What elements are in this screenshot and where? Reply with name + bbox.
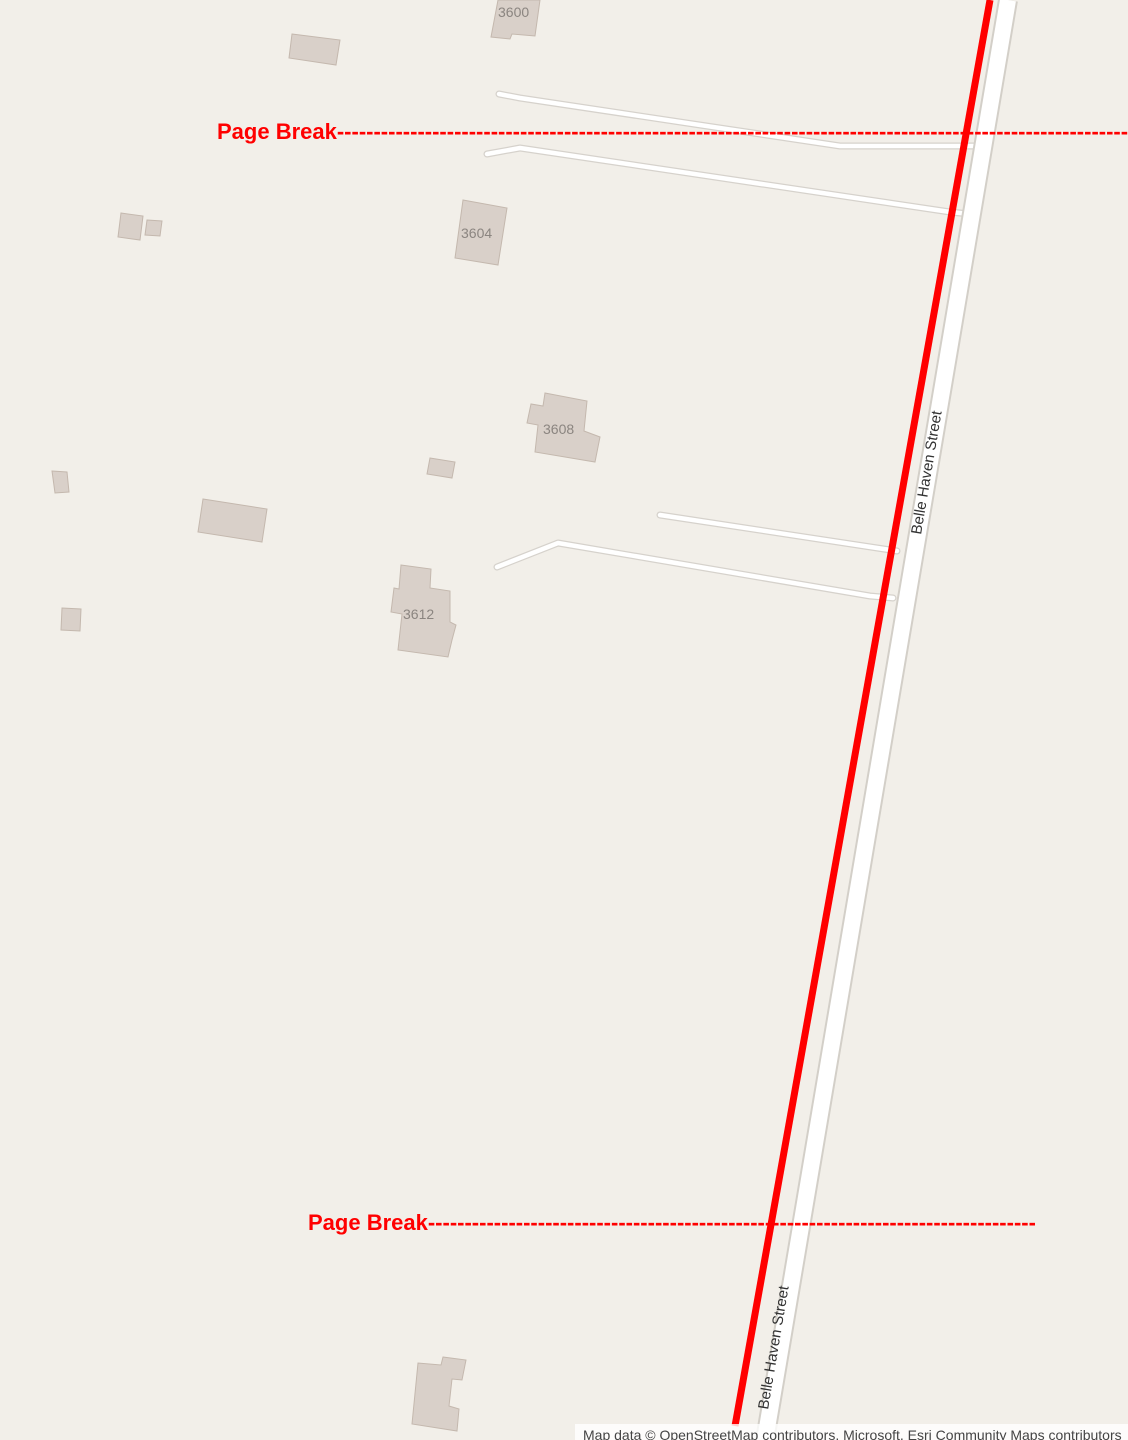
- address-label: 3600: [498, 4, 529, 20]
- building: [411, 1356, 467, 1432]
- buildings: [51, 0, 601, 1432]
- page-break-marker: Page Break------------------------------…: [217, 119, 1128, 144]
- building: [117, 212, 144, 241]
- address-label: 3608: [543, 421, 574, 437]
- building: [51, 470, 70, 494]
- building-3608: [526, 392, 601, 463]
- driveways: [483, 90, 979, 602]
- belle-haven-street-road: [755, 0, 1018, 1440]
- page-break-marker: Page Break------------------------------…: [308, 1210, 1035, 1235]
- building: [197, 498, 268, 543]
- map-attribution: Map data © OpenStreetMap contributors, M…: [575, 1424, 1128, 1440]
- route-line: [731, 0, 994, 1427]
- address-label: 3612: [403, 606, 434, 622]
- building-3612: [390, 564, 457, 658]
- building-3604: [454, 199, 508, 266]
- building-3600: [490, 0, 541, 40]
- building: [426, 457, 456, 479]
- building: [60, 607, 82, 632]
- building: [144, 219, 163, 237]
- address-label: 3604: [461, 225, 492, 241]
- building: [288, 33, 341, 66]
